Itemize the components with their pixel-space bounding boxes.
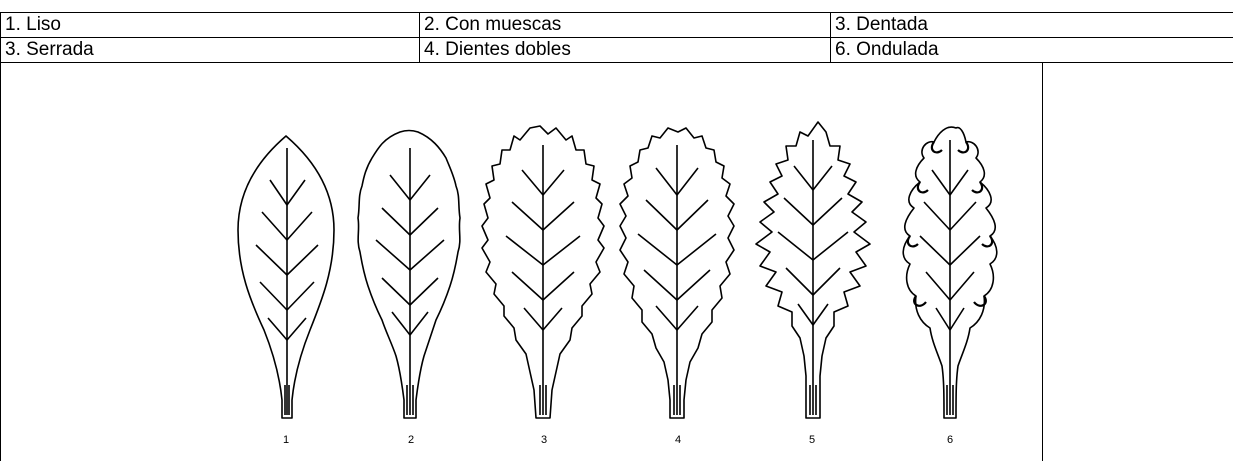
leaf-number-label: 3: [541, 434, 547, 446]
leaf-4-double-toothed: [619, 127, 735, 419]
leaf-6-undulate: [902, 126, 998, 419]
leaf-number-label: 4: [675, 434, 681, 446]
leaf-1-smooth: [237, 135, 335, 419]
leaf-number-label: 1: [283, 434, 289, 446]
leaf-5-serrated: [755, 121, 871, 419]
leaf-2-notched: [357, 129, 461, 419]
leaf-number-label: 2: [408, 434, 414, 446]
leaf-number-label: 6: [947, 434, 953, 446]
leaf-margin-figure-cell: [0, 62, 1043, 461]
leaf-number-label: 5: [809, 434, 815, 446]
leaf-3-toothed: [481, 125, 605, 419]
